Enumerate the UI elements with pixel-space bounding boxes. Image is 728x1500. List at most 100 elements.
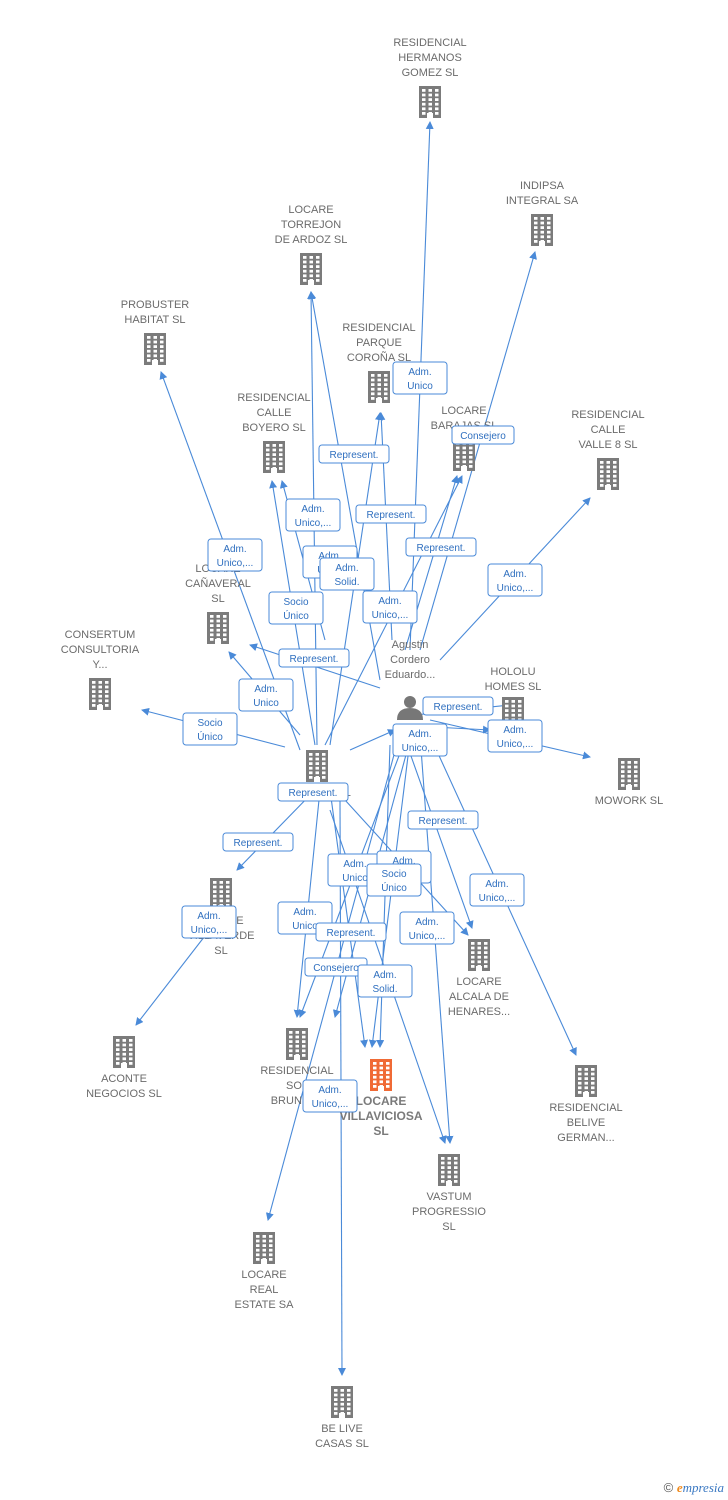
edge-label[interactable]: Adm.Solid. [357,964,413,998]
edge-label-text: Adm. [318,1085,341,1096]
edge-label-text: Adm. [485,879,508,890]
relationship-edge [329,789,369,1048]
edge-label-text: Unico,... [497,739,534,750]
edge-label-text: Unico,... [479,893,516,904]
edge-label-text: Unico,... [402,743,439,754]
edge-label[interactable]: Represent. [277,782,349,802]
edge-label-text: Adm. [378,596,401,607]
edge-label[interactable]: Represent. [318,444,390,464]
edge-label[interactable]: Consejero [451,425,515,445]
edge-label[interactable]: Adm.Unico [238,678,294,712]
edge-label-text: Solid. [372,984,397,995]
relationship-edge [419,251,537,651]
edge-label[interactable]: Adm.Unico,... [399,911,455,945]
edge-label-text: Adm. [408,729,431,740]
edge-label-text: Unico,... [372,610,409,621]
building-icon [89,678,111,710]
edge-label[interactable]: Represent. [278,648,350,668]
edge-label-text: Adm. [503,725,526,736]
node-locare-canaveral[interactable]: LOCARECAÑAVERALSL [185,563,251,644]
building-icon [286,1028,308,1060]
edge-label[interactable]: Adm. Unico,... [285,498,341,532]
edge-label-text: Adm. [335,563,358,574]
edge-label-text: Unico,... [295,518,332,529]
node-label: RESIDENCIAL [549,1102,622,1114]
edge-label[interactable]: Represent. [315,922,387,942]
node-label: RESIDENCIAL [393,37,466,49]
node-agustin-cordero[interactable]: AgustinCorderoEduardo... [385,639,436,720]
edge-label[interactable]: Adm. Unico,... [362,590,418,624]
node-label: Eduardo... [385,669,436,681]
edge-label[interactable]: Adm.Unico,... [207,538,263,572]
edge-label-text: Unico,... [312,1099,349,1110]
edge-label[interactable]: Adm. Unico,... [392,723,448,757]
node-label: GERMAN... [557,1132,614,1144]
building-icon [253,1232,275,1264]
edge-label-text: Adm. [223,544,246,555]
node-label: INDIPSA [520,180,565,192]
edge-label[interactable]: Adm. Unico,... [302,1079,358,1113]
building-icon [419,86,441,118]
edge-label-text: Socio [197,718,222,729]
node-label: TORREJON [281,219,341,231]
edge-label[interactable]: Represent. [422,696,494,716]
edge-label-text: Consejero [460,431,506,442]
edge-label[interactable]: Adm.Unico,... [181,905,237,939]
edge-label[interactable]: Represent. [222,832,294,852]
node-label: SL [211,593,224,605]
node-label: PROGRESSIO [412,1206,486,1218]
edge-label-text: Adm. [415,917,438,928]
node-label: NEGOCIOS SL [86,1088,162,1100]
node-label: REAL [250,1284,279,1296]
node-label: SL [442,1221,455,1233]
building-icon [144,333,166,365]
edge-label[interactable]: Represent. [407,810,479,830]
edge-label[interactable]: Adm.Unico,... [487,563,543,597]
edge-label[interactable]: Represent. [405,537,477,557]
edge-label-text: Único [283,609,309,622]
node-consertum-consultoria[interactable]: CONSERTUMCONSULTORIAY... [61,629,140,710]
edge-label-text: Unico [407,381,433,392]
node-mowork[interactable]: MOWORK SL [595,758,663,807]
edge-label[interactable]: Adm. Unico,... [469,873,525,907]
node-label: HOMES SL [485,681,542,693]
node-label: LOCARE [288,204,333,216]
building-icon [306,750,328,782]
node-label: MOWORK SL [595,795,663,807]
edge-label-text: Adm. [392,856,415,867]
node-label: CONSERTUM [65,629,136,641]
edge-label[interactable]: Adm. Unico [392,361,448,395]
building-icon [468,939,490,971]
edge-label-text: Adm. [318,551,341,562]
node-label: ESTATE SA [235,1299,295,1311]
edge-label-text: Adm. [301,504,324,515]
node-label: COROÑA SL [347,351,411,364]
edge-label-text: Represent. [290,654,339,665]
node-label: VALLE 8 SL [578,439,637,451]
edge-label-text: Unico [342,873,368,884]
edge-label[interactable]: Adm.Solid. [319,557,375,591]
node-residencial-belive[interactable]: RESIDENCIALBELIVEGERMAN... [549,1065,623,1144]
edge-label[interactable]: Adm. Unico,... [487,719,543,753]
node-label: Agustin [392,639,429,651]
edge-label-text: Adm. [408,367,431,378]
edge-label[interactable]: Represent. [355,504,427,524]
node-label: LOCARE [356,1094,407,1108]
edge-label-text: Adm. [197,911,220,922]
